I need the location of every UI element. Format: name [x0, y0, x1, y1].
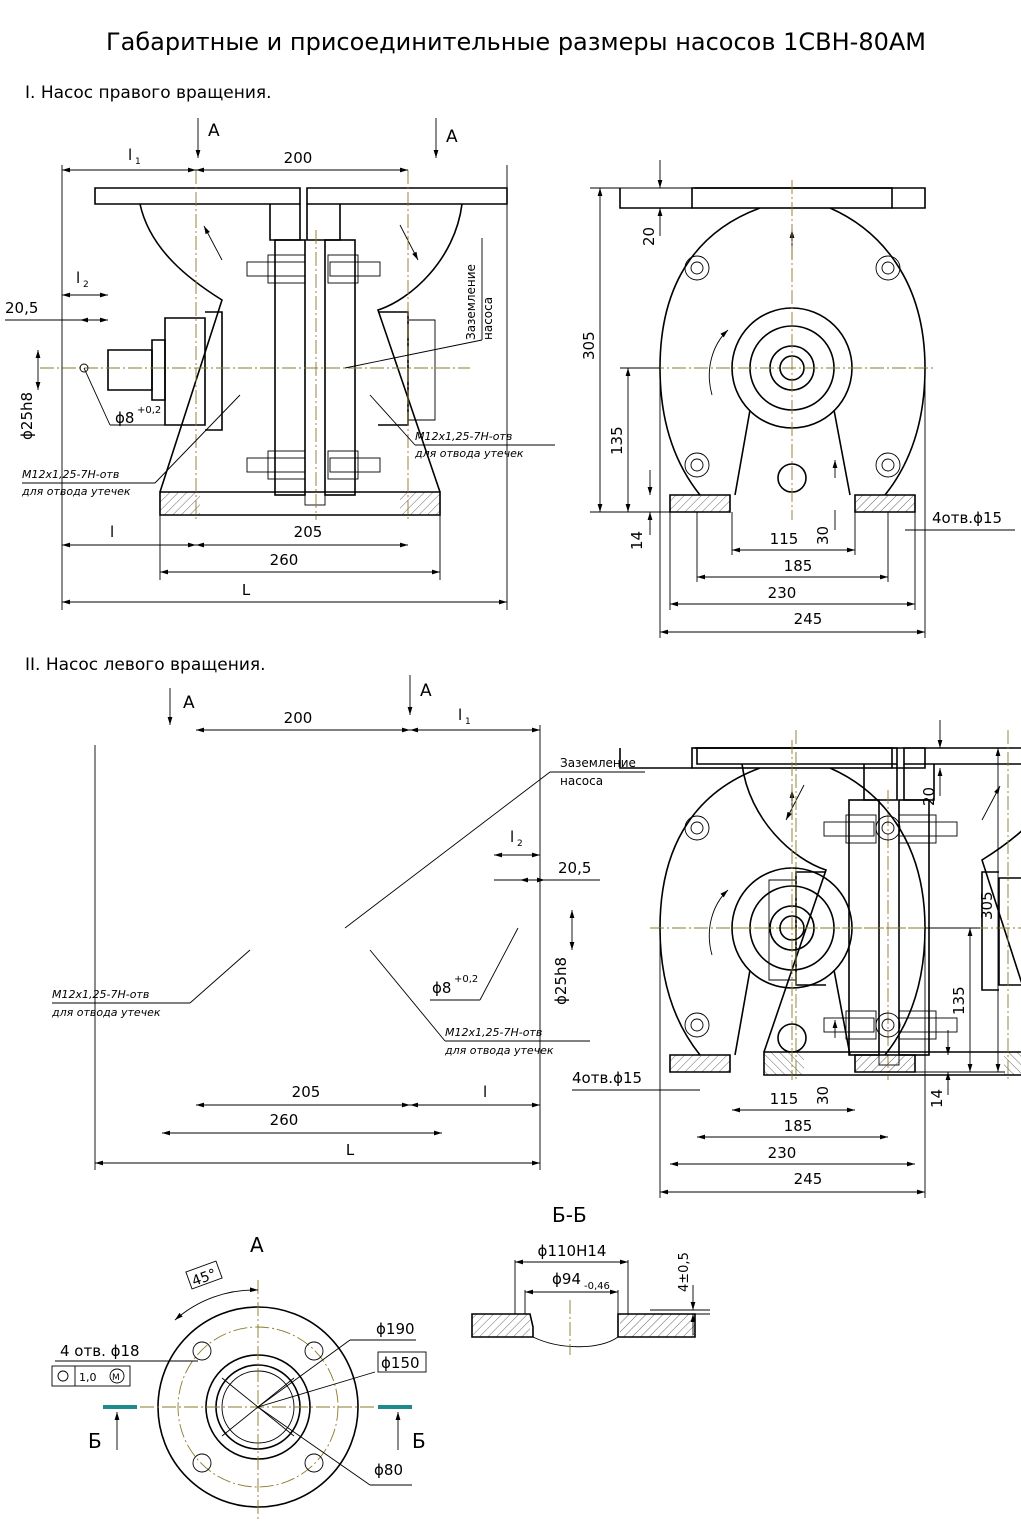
s2-dim-l: l	[483, 1083, 487, 1101]
view-a-label: А	[250, 1233, 264, 1257]
s2-note-drain-right2: для отвода утечек	[444, 1044, 554, 1057]
s2-dim-L: L	[346, 1141, 355, 1159]
s1-side-14: 14	[628, 531, 646, 550]
s1-dim-20-5: 20,5	[5, 299, 38, 317]
view-a-flange: А 45° 4 отв. ϕ18 1,0 M ϕ190 ϕ150 ϕ80	[51, 1233, 427, 1520]
s2-note-drain-left1: M12x1,25-7H-отв	[52, 988, 149, 1001]
s2-dim-l2-sub: 2	[517, 839, 523, 849]
s2-side-230: 230	[768, 1144, 797, 1162]
section1-side-view	[620, 180, 935, 520]
view-a-d150: ϕ150	[381, 1354, 420, 1372]
section2-heading: II. Насос левого вращения.	[25, 655, 266, 675]
s2-note-drain-right1: M12x1,25-7H-отв	[445, 1026, 542, 1039]
s1-note-ground2: насоса	[481, 297, 495, 340]
s2-dim-l1-sub: 1	[465, 717, 471, 727]
s1-dim-d25h8: ϕ25h8	[18, 392, 36, 440]
s1-side-305: 305	[580, 331, 598, 360]
s1-side-185: 185	[784, 557, 813, 575]
view-a-d190: ϕ190	[376, 1320, 415, 1338]
s2-dim-205: 205	[292, 1083, 321, 1101]
s2-dim-d8-tol: +0,2	[454, 974, 478, 985]
view-a-holes: 4 отв. ϕ18	[60, 1342, 140, 1360]
s1-dim-d8: ϕ8	[115, 409, 134, 427]
s1-view-mark-a2: А	[446, 127, 458, 147]
section-bb: Б-Б ϕ110H14 ϕ94 -0,46 4±0,5	[471, 1203, 710, 1355]
view-a-d80: ϕ80	[374, 1461, 403, 1479]
section-bb-d94: ϕ94	[552, 1270, 581, 1288]
s1-note-ground1: Заземление	[464, 264, 478, 340]
s2-side-20: 20	[920, 787, 938, 806]
section-bb-d110: ϕ110H14	[538, 1242, 607, 1260]
s2-dim-d8: ϕ8	[432, 979, 451, 997]
s1-side-135: 135	[608, 426, 626, 455]
view-a-angle: 45°	[190, 1266, 219, 1290]
view-a-tol-mod: M	[112, 1373, 120, 1383]
s2-side-185: 185	[784, 1117, 813, 1135]
s1-note-drain-right2: для отвода утечек	[414, 447, 524, 460]
s2-dim-260: 260	[270, 1111, 299, 1129]
s1-side-115: 115	[770, 530, 799, 548]
s2-dim-d25h8: ϕ25h8	[552, 957, 570, 1005]
s2-side-135: 135	[950, 986, 968, 1015]
section-bb-depth: 4±0,5	[677, 1252, 692, 1292]
section2-front-view	[697, 730, 1021, 1080]
s2-dim-l1: l	[458, 706, 462, 724]
s2-note-ground2: насоса	[560, 774, 603, 788]
s2-side-115: 115	[770, 1090, 799, 1108]
s2-note-drain-left2: для отвода утечек	[51, 1006, 161, 1019]
s1-side-30: 30	[814, 526, 832, 545]
section-bb-d94-tol: -0,46	[584, 1281, 610, 1292]
view-a-cut-left: Б	[88, 1429, 102, 1453]
s1-side-245: 245	[794, 610, 823, 628]
s1-side-20: 20	[640, 227, 658, 246]
view-a-cut-right: Б	[412, 1429, 426, 1453]
s1-dim-205: 205	[294, 523, 323, 541]
s1-note-drain-right1: M12x1,25-7H-отв	[415, 430, 512, 443]
s1-dim-260: 260	[270, 551, 299, 569]
s1-dim-l1-sub: 1	[135, 157, 141, 167]
s1-side-230: 230	[768, 584, 797, 602]
s1-note-drain-left2: для отвода утечек	[21, 485, 131, 498]
s2-side-305: 305	[978, 891, 996, 920]
s2-dim-l2: l	[510, 828, 514, 846]
s2-view-mark-a2: А	[420, 681, 432, 701]
s1-dim-l1: l	[128, 146, 132, 164]
s1-dim-d8-tol: +0,2	[137, 405, 161, 416]
drawing-title: Габаритные и присоединительные размеры н…	[106, 28, 926, 56]
s2-dim-200: 200	[284, 709, 313, 727]
s1-view-mark-a1: А	[208, 121, 220, 141]
s1-dim-l2-sub: 2	[83, 280, 89, 290]
s1-side-holes: 4отв.ϕ15	[932, 509, 1002, 527]
s1-dim-L: L	[242, 581, 251, 599]
s1-dim-l: l	[110, 523, 114, 541]
s2-side-14: 14	[928, 1089, 946, 1108]
section1-heading: I. Насос правого вращения.	[25, 83, 272, 103]
s2-side-245: 245	[794, 1170, 823, 1188]
s1-note-drain-left1: M12x1,25-7H-отв	[22, 468, 119, 481]
s2-note-ground1: Заземление	[560, 756, 636, 770]
s2-view-mark-a1: А	[183, 693, 195, 713]
s1-dim-l2: l	[76, 269, 80, 287]
s1-dim-200: 200	[284, 149, 313, 167]
section-bb-label: Б-Б	[552, 1203, 587, 1227]
view-a-tolerance: 1,0	[79, 1371, 97, 1384]
s2-side-30: 30	[814, 1086, 832, 1105]
s2-dim-20-5: 20,5	[558, 859, 591, 877]
s2-side-holes: 4отв.ϕ15	[572, 1069, 642, 1087]
